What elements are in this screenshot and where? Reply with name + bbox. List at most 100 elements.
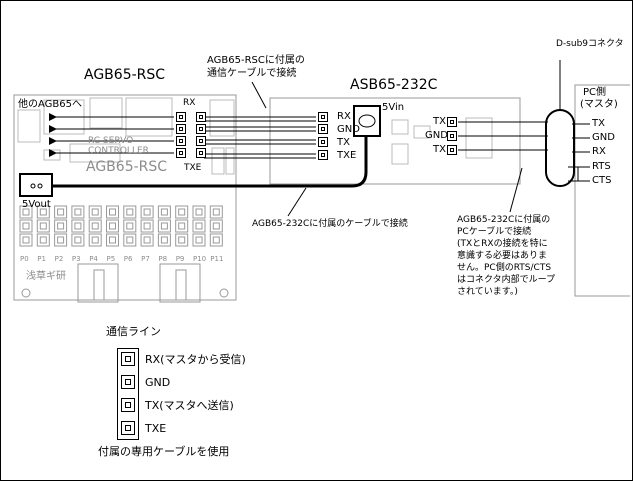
servo-pin: [175, 205, 189, 219]
other-agb-arrows: [49, 113, 174, 157]
legend-pin-gnd: [121, 375, 135, 389]
board-port-label: P7: [141, 255, 150, 263]
board-txe-label: TXE: [184, 163, 202, 173]
agb-title: AGB65-RSC: [84, 67, 166, 83]
board-port-label: P9: [175, 255, 185, 263]
board-silk-title: AGB65-RSC: [86, 159, 168, 175]
servo-pin-hole: [178, 236, 186, 244]
servo-pin: [209, 219, 223, 233]
asb-label-txe: TXE: [337, 150, 357, 161]
servo-pin: [123, 233, 137, 247]
pc-pin-cts: CTS: [592, 175, 612, 186]
servo-pin: [88, 219, 102, 233]
legend-pin-rx: [121, 352, 135, 366]
legend-title: 通信ライン: [106, 325, 161, 338]
other-agb-label: 他のAGB65へ: [18, 99, 82, 110]
servo-pin: [71, 233, 85, 247]
servo-pin-hole: [57, 236, 65, 244]
servo-pin-hole: [160, 208, 168, 216]
asb-pc-pin-tx2: [447, 145, 457, 155]
board-port-label: P4: [89, 255, 98, 263]
servo-pin: [157, 205, 171, 219]
note-asb-cable: AGB65-232Cに付属のケーブルで接続: [252, 219, 408, 229]
servo-header-grid: [19, 205, 223, 247]
note-pc-cable: AGB65-232Cに付属の PCケーブルで接続 (TXとRXの接続を特に 意識…: [457, 214, 555, 298]
asb-pin-rx: [318, 112, 328, 122]
servo-pin-hole: [143, 208, 151, 216]
servo-pin-hole: [39, 222, 47, 230]
servo-pin-hole: [74, 236, 82, 244]
board-port-label: P5: [106, 255, 116, 263]
asb-pc-label-tx2: TX: [433, 144, 446, 155]
board-port-label: P11: [210, 255, 224, 263]
servo-pin: [192, 219, 206, 233]
servo-pin-hole: [39, 208, 47, 216]
board-port-label: P10: [193, 255, 207, 263]
servo-pin-hole: [212, 222, 220, 230]
asb-pin-tx: [318, 137, 328, 147]
legend-item-txe: TXE: [145, 422, 167, 435]
asb-pin-gnd: [318, 124, 328, 134]
dsub-label: D-sub9コネクタ: [556, 39, 624, 49]
board-brand: 浅草ギ研: [26, 271, 66, 282]
servo-pin-hole: [22, 222, 30, 230]
asb-pc-label-tx: TX: [433, 116, 446, 127]
servo-pin: [88, 233, 102, 247]
servo-pin: [54, 219, 68, 233]
servo-pin: [157, 219, 171, 233]
servo-pin-hole: [22, 236, 30, 244]
servo-pin: [36, 205, 50, 219]
asb-board: [269, 97, 521, 185]
asb-pc-label-gnd: GND: [425, 130, 448, 141]
servo-pin: [36, 233, 50, 247]
servo-pin-hole: [109, 236, 116, 244]
note-pc-line: AGB65-232Cに付属の: [457, 215, 551, 225]
servo-pin-hole: [109, 222, 116, 230]
servo-pin: [106, 233, 119, 247]
servo-pin-hole: [57, 208, 65, 216]
servo-pin: [123, 219, 137, 233]
board-servo-label-1: RC SERVO: [88, 136, 134, 146]
servo-pin-hole: [160, 236, 168, 244]
legend-item-rx: RX(マスタから受信): [145, 353, 246, 366]
servo-pin: [36, 219, 50, 233]
servo-pin-hole: [22, 208, 30, 216]
asb-label-rx: RX: [337, 111, 351, 122]
dsub9-connector: [545, 60, 575, 187]
servo-pin-hole: [143, 236, 151, 244]
five-vout-label: 5Vout: [22, 199, 51, 210]
pc-pin-tx: TX: [592, 118, 605, 129]
servo-pin: [140, 219, 154, 233]
legend-pin-txe: [121, 421, 135, 435]
pc-pin-rts: RTS: [592, 161, 611, 172]
asb-pc-pin-gnd: [447, 131, 457, 141]
servo-pin: [19, 219, 33, 233]
servo-pin: [140, 205, 154, 219]
servo-pin-hole: [195, 208, 203, 216]
servo-pin-hole: [195, 236, 203, 244]
servo-pin-hole: [91, 222, 99, 230]
board-port-label: P3: [71, 255, 81, 263]
board-port-label: P6: [123, 255, 133, 263]
servo-pin-hole: [126, 236, 134, 244]
header-pin: [196, 148, 206, 158]
servo-pin-hole: [57, 222, 65, 230]
board-port-label: P0: [20, 255, 29, 263]
servo-pin: [209, 233, 223, 247]
note-pc-line: PCケーブルで接続: [457, 227, 532, 237]
note-rsc-cable-1: AGB65-RSCに付属の: [207, 55, 305, 66]
power-cable: [50, 136, 368, 188]
asb-label-tx: TX: [337, 137, 350, 148]
servo-pin-hole: [178, 208, 186, 216]
servo-pin: [19, 205, 33, 219]
servo-pin: [88, 205, 102, 219]
servo-pin: [140, 233, 154, 247]
header-pin: [176, 112, 186, 122]
board-port-label: P1: [37, 255, 46, 263]
header-pin: [196, 124, 206, 134]
legend-connector-outline: [117, 348, 139, 440]
servo-pin-hole: [126, 208, 134, 216]
servo-pin-hole: [74, 222, 82, 230]
servo-pin: [192, 233, 206, 247]
